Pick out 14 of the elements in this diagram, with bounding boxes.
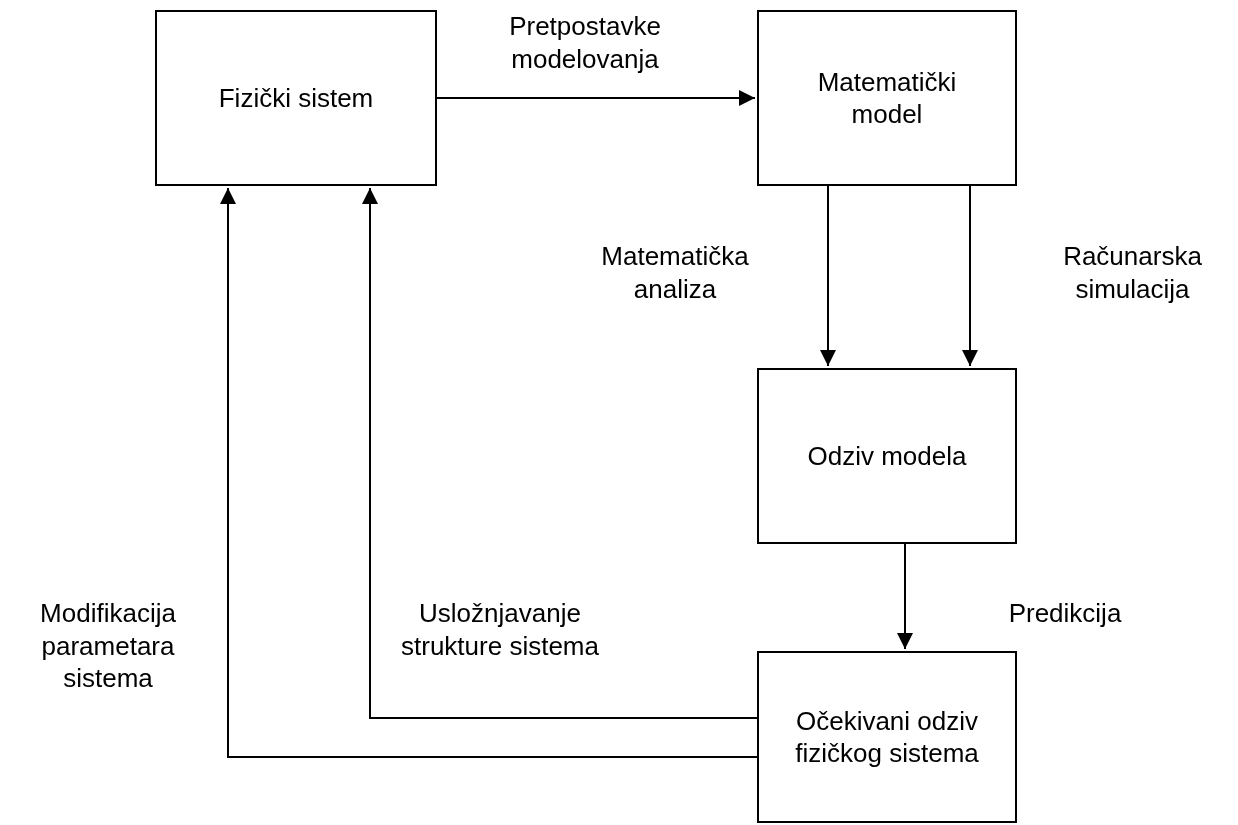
arrow — [362, 187, 758, 719]
arrow — [436, 90, 756, 106]
arrow — [962, 185, 978, 367]
process-box — [155, 10, 437, 186]
arrow — [897, 543, 913, 650]
arrow — [820, 185, 836, 367]
box-label: Fizički sistem — [218, 81, 374, 115]
box-label: Očekivani odziv fizičkog sistema — [794, 704, 980, 770]
process-box — [757, 368, 1017, 544]
arrow — [220, 187, 758, 758]
box-label: Odziv modela — [807, 439, 967, 473]
process-box — [757, 651, 1017, 823]
box-label: Matematički model — [816, 65, 958, 131]
process-box — [757, 10, 1017, 186]
